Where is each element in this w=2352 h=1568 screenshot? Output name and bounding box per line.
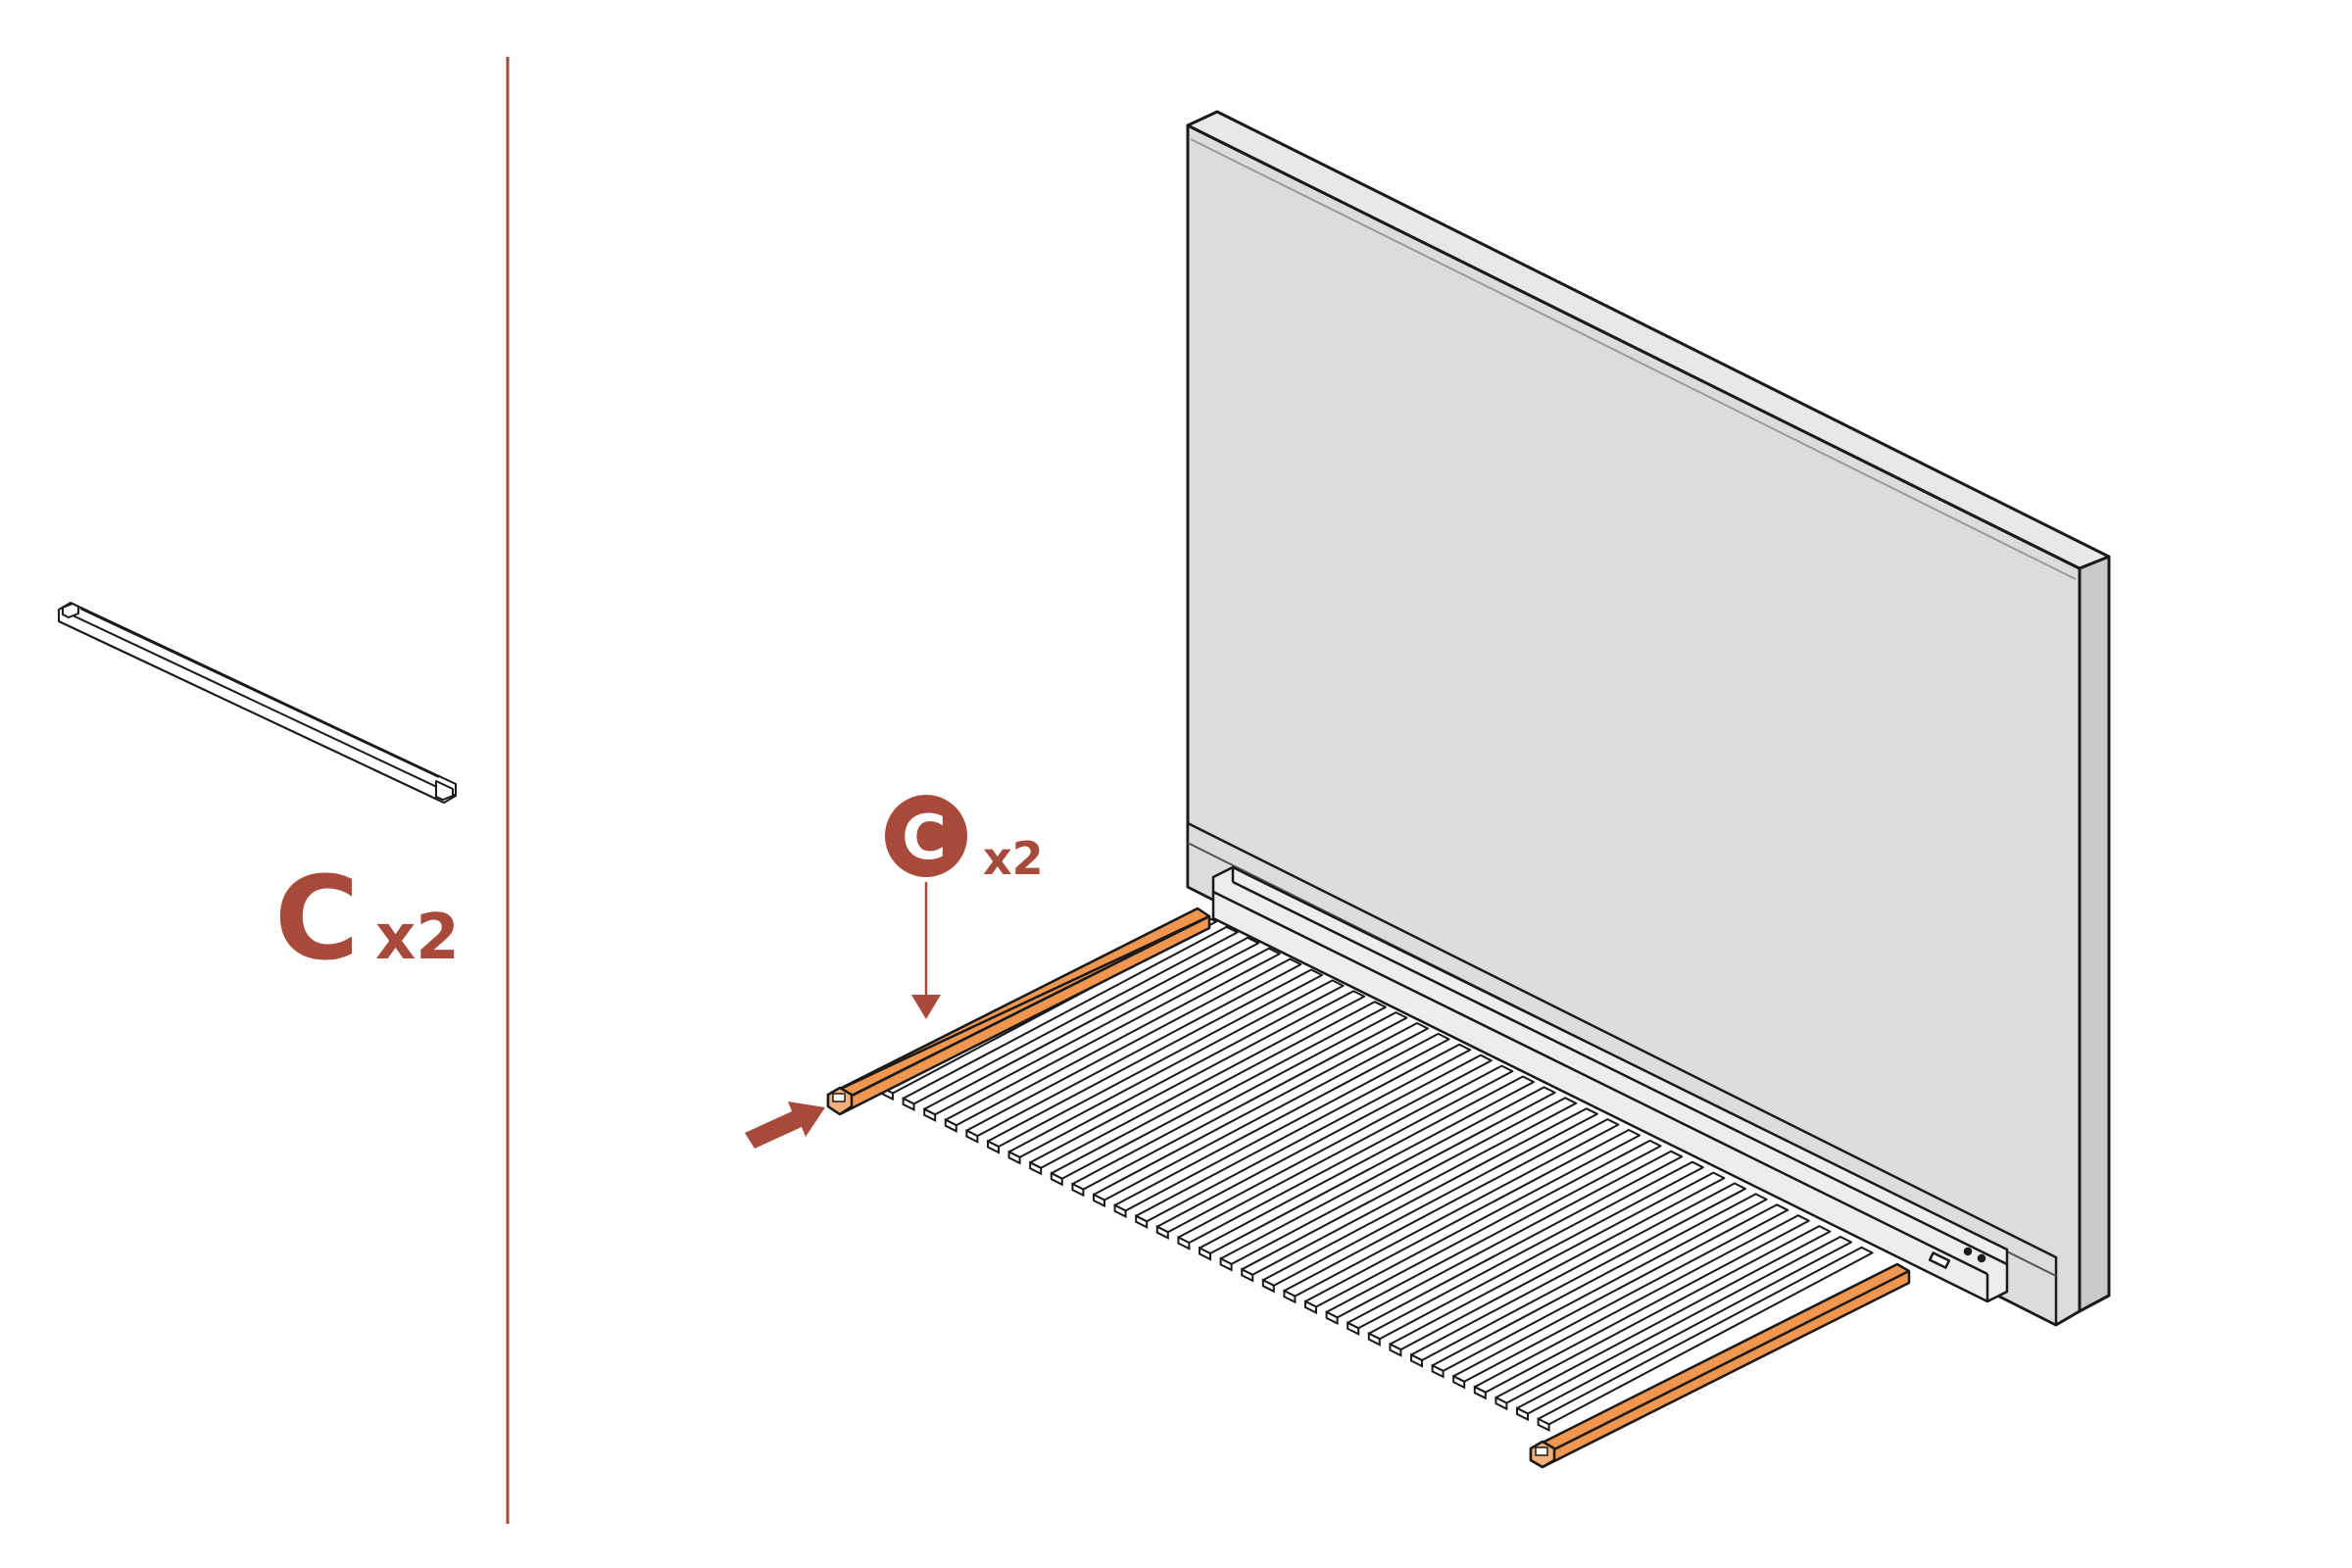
callout-quantity: x2 <box>983 832 1044 885</box>
slat-end <box>1261 1278 1275 1294</box>
slat-end <box>1537 1417 1550 1433</box>
slat-end <box>1029 1160 1043 1176</box>
slat-end <box>1155 1225 1169 1240</box>
slat-end <box>1325 1310 1339 1326</box>
part-letter: C <box>274 851 360 986</box>
slat-end <box>1367 1332 1381 1347</box>
slat-base-icon <box>881 915 1874 1433</box>
slat-end <box>1283 1289 1297 1304</box>
slat-end <box>1431 1363 1445 1379</box>
slat-end <box>1219 1256 1233 1272</box>
slat-end <box>1113 1203 1127 1219</box>
part-c-left <box>826 906 1211 1116</box>
slat-end <box>1473 1385 1487 1400</box>
callout-circle <box>885 795 967 877</box>
slat-end <box>1177 1235 1191 1250</box>
insert-arrow-icon <box>745 1102 825 1149</box>
slat-end <box>1494 1396 1508 1411</box>
callout-letter: C <box>902 802 947 873</box>
slat-end <box>965 1128 979 1144</box>
slat-end <box>1007 1150 1021 1165</box>
callout-c: C x2 <box>885 795 1044 1019</box>
part-c-icon <box>58 602 457 804</box>
slat-end <box>1135 1214 1149 1229</box>
slat-end <box>1050 1171 1063 1187</box>
slat-end <box>1093 1193 1105 1208</box>
slat-end <box>1304 1299 1317 1315</box>
slat-end <box>923 1107 937 1122</box>
slat-end <box>1516 1406 1529 1422</box>
slat-end <box>1389 1342 1402 1357</box>
slat-end <box>1410 1352 1423 1368</box>
slat-end <box>902 1097 915 1112</box>
slat-end <box>1071 1182 1085 1198</box>
slat-end <box>944 1118 957 1133</box>
slat-end <box>1347 1321 1360 1336</box>
part-quantity: x2 <box>375 902 460 974</box>
slat-end <box>1241 1267 1254 1283</box>
part-c-right <box>1529 1262 1911 1469</box>
slat-end <box>1199 1246 1211 1261</box>
slat-end <box>987 1139 1000 1154</box>
slat-end <box>1452 1374 1466 1390</box>
base-rail <box>1211 865 2009 1303</box>
down-arrow-head <box>911 995 941 1019</box>
